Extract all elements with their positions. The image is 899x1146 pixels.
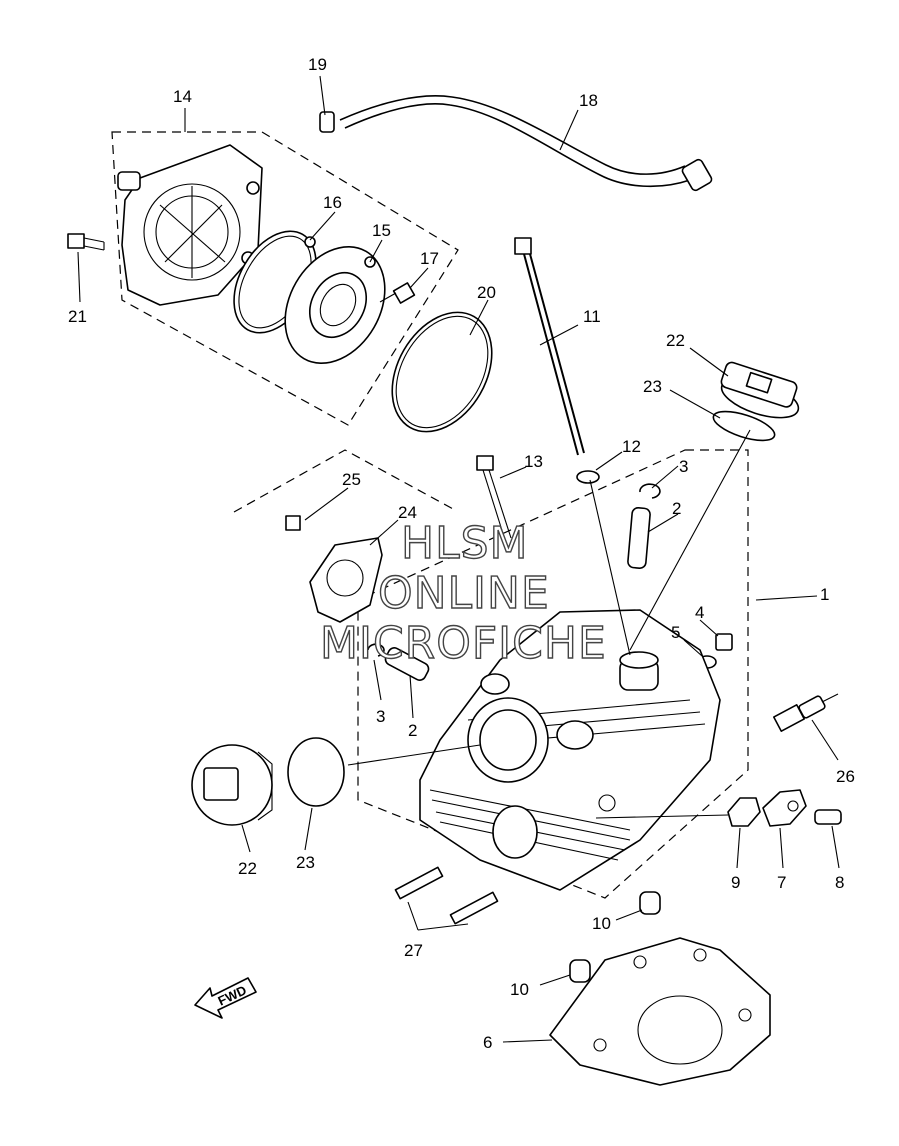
bolt-17-part [379, 282, 416, 304]
dowel-10-lower-part [569, 959, 591, 983]
callout-22-lower: 22 [238, 859, 257, 878]
watermark-line-2: ONLINE [378, 568, 550, 619]
callout-12: 12 [622, 437, 641, 456]
callout-5: 5 [671, 623, 680, 642]
watermark: HLSM ONLINE MICROFICHE [319, 517, 607, 669]
cap-22-top-part [720, 361, 800, 419]
callout-23-top: 23 [643, 377, 662, 396]
bracket-24-part [309, 537, 383, 623]
o-ring-23-lower-part [287, 737, 345, 807]
callout-8: 8 [835, 873, 844, 892]
callout-10-upper: 10 [592, 914, 611, 933]
callout-4: 4 [695, 603, 704, 622]
bolt-4-part [715, 633, 733, 651]
dowel-2-lower-part [384, 647, 430, 681]
head-gasket-part [549, 937, 771, 1086]
bolt-21-part [67, 233, 105, 251]
callout-3-lower: 3 [376, 707, 385, 726]
gasket-9-part [727, 797, 761, 827]
callout-2-lower: 2 [408, 721, 417, 740]
callout-3-top: 3 [679, 457, 688, 476]
dowel-10-upper-part [639, 891, 661, 915]
clamp-19-part [319, 111, 335, 133]
callout-1: 1 [820, 585, 829, 604]
callout-24: 24 [398, 503, 417, 522]
stud-27-lower-part [449, 891, 499, 925]
callout-23-lower: 23 [296, 853, 315, 872]
hose-part [339, 95, 713, 192]
bolt-8-part [814, 809, 842, 825]
stud-11-part [514, 237, 585, 456]
plate-part [284, 245, 386, 365]
callout-20: 20 [477, 283, 496, 302]
watermark-line-1: HLSM [401, 518, 529, 569]
direction-label: FWD [216, 982, 249, 1008]
forward-direction-arrow: FWD [194, 977, 257, 1019]
callout-27: 27 [404, 941, 423, 960]
callout-21: 21 [68, 307, 87, 326]
clip-3-top-part [639, 483, 661, 499]
callout-15: 15 [372, 221, 391, 240]
cap-22-lower-part [191, 744, 273, 826]
callout-6: 6 [483, 1033, 492, 1052]
callout-22-top: 22 [666, 331, 685, 350]
group-14-outline [111, 131, 459, 426]
o-ring-23-top-part [712, 410, 776, 442]
callout-14: 14 [173, 87, 192, 106]
spark-plug-part [772, 693, 839, 732]
callout-16: 16 [323, 193, 342, 212]
bolt-13-part [476, 455, 512, 541]
callout-17: 17 [420, 249, 439, 268]
callout-7: 7 [777, 873, 786, 892]
callout-25: 25 [342, 470, 361, 489]
callout-labels: 14 19 18 16 15 17 21 20 11 22 23 12 13 3… [68, 55, 855, 1052]
callout-13: 13 [524, 452, 543, 471]
cylinder-head-part [419, 609, 721, 891]
cover-housing-part [117, 144, 263, 306]
washer-12-part [576, 470, 600, 484]
callout-2-top: 2 [672, 499, 681, 518]
callout-26: 26 [836, 767, 855, 786]
group-24-outline [233, 449, 456, 513]
callout-9: 9 [731, 873, 740, 892]
callout-10-lower: 10 [510, 980, 529, 999]
bolt-25-part [285, 515, 301, 531]
callout-11: 11 [583, 307, 601, 326]
clip-3-lower-part [367, 643, 385, 657]
leader-lines [77, 75, 840, 1043]
watermark-line-3: MICROFICHE [320, 618, 607, 669]
o-ring-20-part [391, 311, 493, 433]
stud-27-upper-part [394, 866, 444, 900]
callout-19: 19 [308, 55, 327, 74]
dowel-2-top-part [627, 507, 651, 569]
plate-7-part [762, 789, 807, 827]
callout-18: 18 [579, 91, 598, 110]
